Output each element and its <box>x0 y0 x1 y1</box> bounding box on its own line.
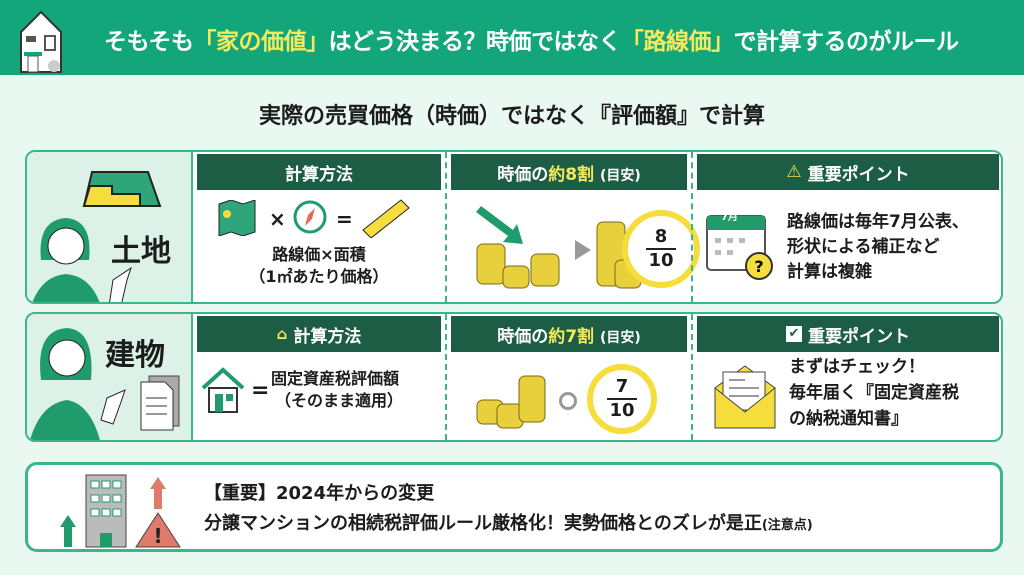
building-method-header: ⌂計算方法 <box>197 316 441 352</box>
equals-sign: = <box>336 207 353 231</box>
building-panel: 建物 ⌂計算方法 = 固定資産税評価額（そのまま適用） 時価の約7割 (目安) … <box>25 312 1003 442</box>
svg-text:!: ! <box>153 524 162 548</box>
building-warning-illustration: ! <box>60 474 181 548</box>
building-label: 建物 <box>105 338 165 373</box>
land-ratio-header: 時価の約8割 (目安) <box>451 154 687 190</box>
envelope-icon <box>714 365 776 429</box>
house-icon <box>20 10 62 73</box>
land-point-header: ⚠重要ポイント <box>697 154 999 190</box>
compass-icon <box>293 200 327 234</box>
land-formula: 路線価×面積（1㎡あたり価格） <box>249 245 389 286</box>
checkbox-icon: ✔ <box>786 326 802 342</box>
times-sign: × <box>269 207 286 231</box>
page-title: そもそも「家の価値」はどう決まる？時価ではなく「路線価」で計算するのがルール <box>104 29 959 55</box>
coins-down-arrow-icon <box>476 206 560 289</box>
land-plot-icon <box>82 171 162 207</box>
warning-icon: ⚠ <box>786 162 802 182</box>
house-small-icon: ⌂ <box>276 325 288 343</box>
land-point-text: 路線価は毎年7月公表、形状による補正など計算は複雑 <box>787 212 969 282</box>
ruler-icon <box>362 199 410 238</box>
coins-icon <box>476 375 546 429</box>
map-icon <box>218 200 256 236</box>
calendar-month: 7月 <box>721 212 738 223</box>
circle-icon <box>559 392 577 410</box>
land-label-area: 土地 <box>27 152 193 302</box>
land-panel: 土地 計算方法 × = 路線価×面積（1㎡あたり価格） 時価の約8割 (目安) … <box>25 150 1003 304</box>
land-point-column: ⚠重要ポイント ? 7月 路線価は毎年7月公表、形状による補正など計算は複雑 <box>691 152 1001 302</box>
notice-body: 分譲マンションの相続税評価ルール厳格化！実勢価格とのズレが是正(注意点) <box>204 513 813 534</box>
land-label: 土地 <box>111 234 171 269</box>
equals-sign: = <box>251 378 270 403</box>
subtitle: 実際の売買価格（時価）ではなく『評価額』で計算 <box>258 104 765 129</box>
woman-illustration <box>32 218 132 302</box>
notice-title: 【重要】2024年からの変更 <box>204 483 435 504</box>
building-point-text: まずはチェック！毎年届く『固定資産税の納税通知書』 <box>789 357 959 429</box>
building-formula: 固定資産税評価額（そのまま適用） <box>271 369 404 410</box>
building-label-area: 建物 <box>27 314 193 440</box>
land-method-column: 計算方法 × = 路線価×面積（1㎡あたり価格） <box>193 152 445 302</box>
land-method-header: 計算方法 <box>197 154 441 190</box>
woman-illustration <box>30 328 126 440</box>
play-arrow-icon <box>575 240 591 260</box>
house-icon <box>201 367 245 413</box>
building-point-header: ✔重要ポイント <box>697 316 999 352</box>
building-method-column: ⌂計算方法 = 固定資産税評価額（そのまま適用） <box>193 314 445 440</box>
notice-box: ! 【重要】2024年からの変更 分譲マンションの相続税評価ルール厳格化！実勢価… <box>25 462 1003 552</box>
header-banner: そもそも「家の価値」はどう決まる？時価ではなく「路線価」で計算するのがルール <box>0 0 1024 75</box>
calendar-icon: ? <box>706 215 773 280</box>
svg-text:?: ? <box>754 257 763 276</box>
building-ratio-header: 時価の約7割 (目安) <box>451 316 687 352</box>
document-icon <box>140 375 180 431</box>
building-point-column: ✔重要ポイント まずはチェック！毎年届く『固定資産税の納税通知書』 <box>691 314 1001 440</box>
